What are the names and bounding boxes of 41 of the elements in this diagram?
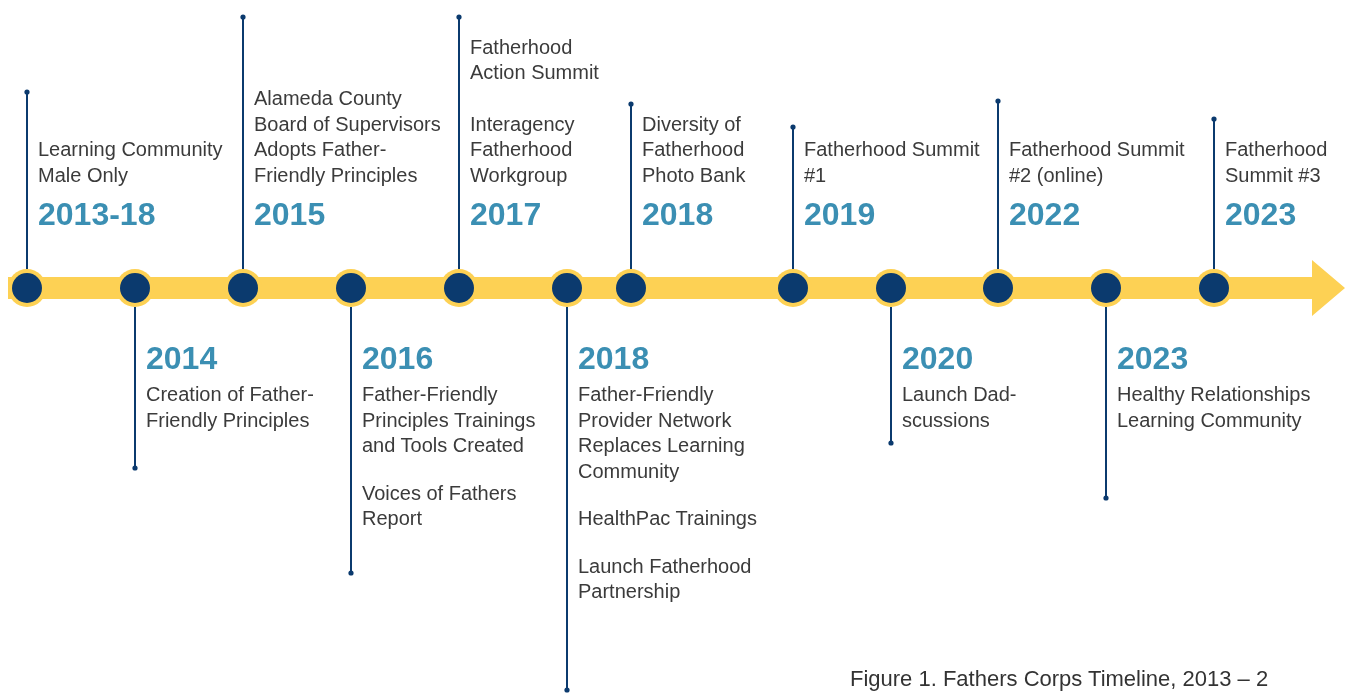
event-text: Fatherhood Action Summit	[470, 34, 600, 85]
leader-line	[1103, 306, 1109, 501]
figure-caption: Figure 1. Fathers Corps Timeline, 2013 – 2	[850, 666, 1269, 692]
leader-line	[888, 306, 894, 446]
event-text: Launch Dad-scussions	[902, 382, 1018, 433]
leader-line	[132, 306, 138, 471]
year-heading: 2022	[1009, 196, 1081, 232]
event-text: Launch Fatherhood Partnership	[578, 553, 753, 604]
year-heading: 2023	[1225, 196, 1297, 232]
event-text: Fatherhood Summit #1	[804, 137, 981, 188]
leader-line	[1211, 116, 1217, 270]
event-text: Learning Community Male Only	[38, 137, 224, 188]
event-text: Healthy Relationships Learning Community	[1117, 382, 1312, 433]
event-text: Voices of Fathers Report	[362, 480, 518, 531]
year-heading: 2018	[642, 196, 714, 232]
event-text: Diversity of Fatherhood Photo Bank	[642, 111, 747, 188]
leader-line	[995, 98, 1001, 270]
year-heading: 2016	[362, 340, 434, 376]
event-text: HealthPac Trainings	[578, 506, 757, 531]
leader-line	[456, 14, 462, 270]
leader-line	[790, 124, 796, 270]
year-heading: 2013-18	[38, 196, 156, 232]
year-heading: 2015	[254, 196, 326, 232]
year-heading: 2019	[804, 196, 876, 232]
year-heading: 2020	[902, 340, 974, 376]
event-text: Fatherhood Summit #3	[1225, 137, 1329, 188]
event-text: Creation of Father-Friendly Principles	[146, 382, 315, 433]
event-text: Father-Friendly Principles Trainings and Tools Created	[362, 382, 537, 458]
leader-line	[564, 306, 570, 693]
year-heading: 2014	[146, 340, 218, 376]
year-heading: 2017	[470, 196, 542, 232]
leader-line	[24, 89, 30, 270]
leader-line	[628, 101, 634, 270]
event-text: Interagency Fatherhood Workgroup	[470, 111, 576, 188]
event-text: Fatherhood Summit #2 (online)	[1009, 137, 1186, 188]
leader-line	[348, 306, 354, 576]
event-text: Alameda County Board of Supervisors Adopts Father-Friendly Principles	[254, 86, 442, 188]
event-text: Father-Friendly Provider Network Replaces Learning Community	[578, 382, 746, 484]
year-heading: 2018	[578, 340, 650, 376]
year-heading: 2023	[1117, 340, 1189, 376]
leader-line	[240, 14, 246, 270]
